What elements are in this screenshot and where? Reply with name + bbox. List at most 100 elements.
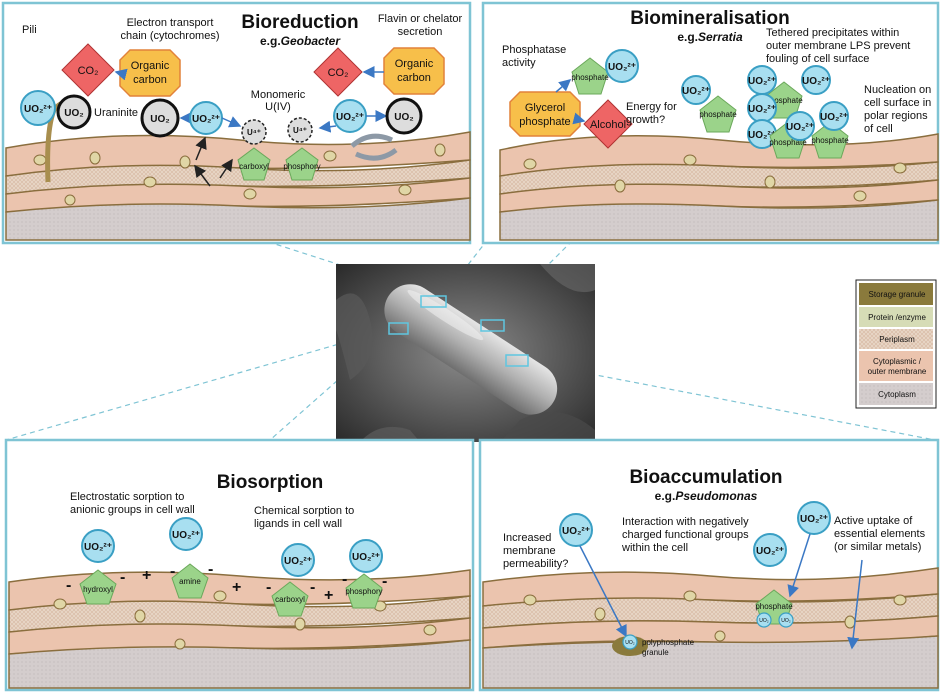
legend-label-protein: Protein /enzyme bbox=[868, 313, 926, 322]
uranyl-ion: UO₂²⁺ bbox=[81, 529, 115, 563]
label-etc-line2: chain (cytochromes) bbox=[120, 30, 219, 42]
svg-text:phosphate: phosphate bbox=[755, 602, 793, 611]
minus-sign: - bbox=[170, 563, 175, 580]
u4-ion: U⁴⁺ bbox=[287, 117, 313, 143]
legend-swatch-cytoplasm bbox=[859, 383, 933, 405]
svg-text:UO₂²⁺: UO₂²⁺ bbox=[756, 546, 784, 557]
svg-text:carboxyl: carboxyl bbox=[275, 595, 305, 604]
polyphosphate-granule: UO₂ bbox=[612, 634, 648, 656]
label-nucleation-line4: of cell bbox=[864, 123, 893, 135]
uranyl-ion: UO₂²⁺ bbox=[747, 93, 777, 123]
legend-swatch-storage bbox=[859, 283, 933, 305]
phosphoryl-group: phosphory bbox=[283, 147, 321, 181]
legend-label-membrane-line2: outer membrane bbox=[868, 367, 927, 376]
legend-swatch-membrane bbox=[859, 351, 933, 381]
label-tethered-line2: outer membrane LPS prevent bbox=[766, 40, 910, 52]
svg-text:UO₂²⁺: UO₂²⁺ bbox=[800, 514, 828, 525]
svg-text:phosphory: phosphory bbox=[345, 587, 382, 596]
svg-text:UO₂²⁺: UO₂²⁺ bbox=[748, 104, 776, 115]
uranyl-ion: UO₂²⁺ bbox=[747, 65, 777, 95]
legend-swatch-protein bbox=[859, 307, 933, 327]
label-interaction-line2: charged functional groups bbox=[622, 529, 749, 541]
uranyl-ion: UO₂²⁺ bbox=[681, 75, 711, 105]
svg-text:carbon: carbon bbox=[397, 72, 431, 84]
panel-title-bioaccumulation: Bioaccumulation bbox=[629, 467, 782, 488]
svg-text:phosphate: phosphate bbox=[811, 136, 849, 145]
svg-text:Organic: Organic bbox=[395, 58, 434, 70]
label-monomeric-line1: Monomeric bbox=[251, 89, 306, 101]
phosphate-group: phosphate bbox=[811, 121, 849, 159]
sem-highlight-box bbox=[505, 354, 529, 367]
svg-text:hydroxyl: hydroxyl bbox=[83, 585, 113, 594]
minus-sign: - bbox=[120, 569, 125, 586]
alcohol-diamond: Alcohol bbox=[583, 99, 633, 149]
label-polyphosphate-line1: polyphosphate bbox=[642, 638, 695, 647]
svg-text:Organic: Organic bbox=[131, 60, 170, 72]
svg-text:UO₂: UO₂ bbox=[625, 640, 635, 646]
label-permeability-line2: membrane bbox=[503, 545, 556, 557]
panel-example-biomineralisation: e.g.Serratia bbox=[677, 30, 743, 44]
svg-text:UO₂²⁺: UO₂²⁺ bbox=[336, 112, 364, 123]
svg-text:UO₂²⁺: UO₂²⁺ bbox=[820, 112, 848, 123]
panel-bioaccumulation: Bioaccumulation e.g.Pseudomonas Increase… bbox=[478, 438, 940, 692]
uranyl-ion: UO₂²⁺ bbox=[753, 533, 787, 567]
uraninite-particle: UO₂ bbox=[385, 97, 423, 135]
svg-text:amine: amine bbox=[179, 577, 201, 586]
uranyl-ion: UO₂²⁺ bbox=[819, 101, 849, 131]
svg-text:CO₂: CO₂ bbox=[328, 67, 349, 79]
uranyl-ion: UO₂²⁺ bbox=[20, 90, 56, 126]
carboxyl-group: carboxyl bbox=[237, 147, 271, 181]
glycerol-phosphate-box: Glycerol phosphate bbox=[509, 91, 581, 137]
svg-text:phosphate: phosphate bbox=[769, 138, 807, 147]
label-uraninite: Uraninite bbox=[94, 107, 138, 119]
phosphoryl-group: phosphory bbox=[345, 573, 383, 609]
plus-sign: + bbox=[142, 567, 151, 584]
svg-text:UO₂²⁺: UO₂²⁺ bbox=[748, 130, 776, 141]
panel-title-biosorption: Biosorption bbox=[217, 472, 324, 493]
minus-sign: - bbox=[66, 577, 71, 594]
co2-diamond: CO₂ bbox=[313, 47, 363, 97]
label-chemical-line2: ligands in cell wall bbox=[254, 518, 342, 530]
svg-text:phosphory: phosphory bbox=[283, 162, 320, 171]
uranyl-ion: UO₂²⁺ bbox=[333, 99, 367, 133]
panel-biosorption: Biosorption Electrostatic sorption to an… bbox=[4, 438, 475, 692]
svg-text:Alcohol: Alcohol bbox=[590, 119, 626, 131]
label-uptake-line2: essential elements bbox=[834, 528, 926, 540]
svg-text:UO₂: UO₂ bbox=[394, 112, 413, 123]
minus-sign: - bbox=[310, 579, 315, 596]
carboxyl-group: carboxyl bbox=[271, 581, 309, 617]
uranyl-ion: UO₂²⁺ bbox=[559, 513, 593, 547]
label-permeability-line3: permeability? bbox=[503, 558, 568, 570]
label-electrostatic-line1: Electrostatic sorption to bbox=[70, 491, 184, 503]
plus-sign: + bbox=[232, 579, 241, 596]
svg-text:U⁴⁺: U⁴⁺ bbox=[247, 128, 261, 137]
svg-text:UO₂: UO₂ bbox=[781, 618, 791, 624]
redox-cycle-icon bbox=[350, 133, 398, 161]
panel-title-biomineralisation: Biomineralisation bbox=[630, 8, 789, 29]
svg-text:phosphate: phosphate bbox=[571, 73, 609, 82]
cell-wall bbox=[5, 131, 471, 241]
uraninite-particle: UO₂ bbox=[56, 94, 92, 130]
label-nucleation-line1: Nucleation on bbox=[864, 84, 931, 96]
uranyl-small: UO₂ bbox=[778, 612, 794, 628]
u4-ion: U⁴⁺ bbox=[241, 119, 267, 145]
label-flavin-line2: secretion bbox=[398, 26, 443, 38]
sem-highlight-box bbox=[388, 322, 409, 335]
label-tethered-line3: fouling of cell surface bbox=[766, 53, 869, 65]
uranyl-ion: UO₂²⁺ bbox=[785, 111, 815, 141]
amine-group: amine bbox=[171, 563, 209, 599]
label-permeability-line1: Increased bbox=[503, 532, 551, 544]
label-phosphatase-line1: Phosphatase bbox=[502, 44, 566, 56]
legend-swatch-periplasm bbox=[859, 329, 933, 349]
svg-text:Glycerol: Glycerol bbox=[525, 102, 565, 114]
label-uptake-line3: (or similar metals) bbox=[834, 541, 921, 553]
uranyl-ion: UO₂²⁺ bbox=[801, 65, 831, 95]
svg-text:UO₂²⁺: UO₂²⁺ bbox=[608, 62, 636, 73]
panel-title-bioreduction: Bioreduction bbox=[241, 12, 358, 33]
organic-carbon-box: Organic carbon bbox=[119, 49, 181, 97]
minus-sign: - bbox=[342, 571, 347, 588]
plus-sign: + bbox=[324, 587, 333, 604]
svg-text:UO₂²⁺: UO₂²⁺ bbox=[748, 76, 776, 87]
svg-text:UO₂: UO₂ bbox=[150, 114, 169, 125]
